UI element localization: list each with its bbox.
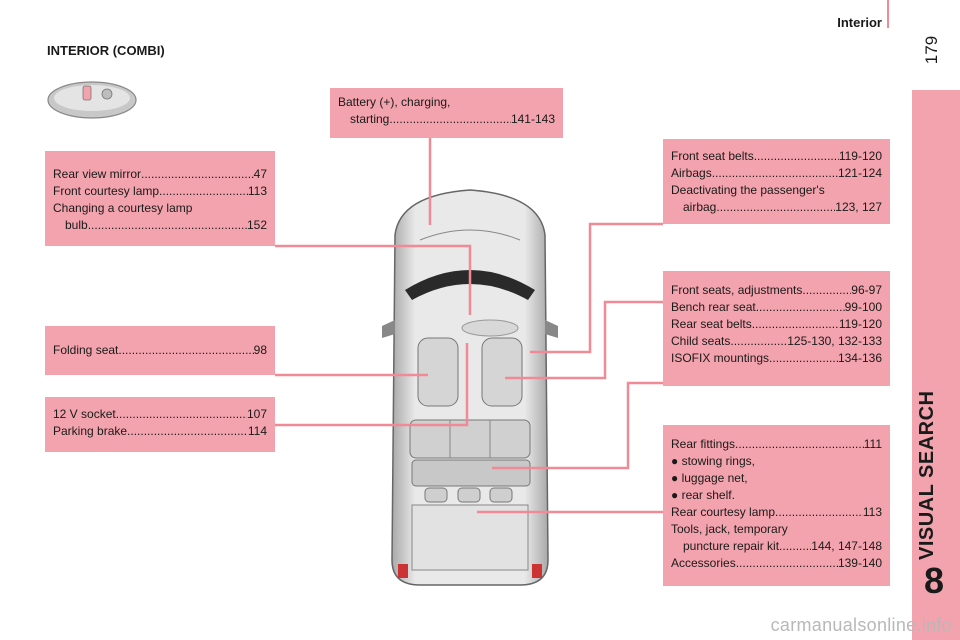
- index-entry-label: Rear courtesy lamp: [671, 505, 776, 519]
- van-bench-seat: [409, 419, 531, 459]
- index-entry-page: 139-140: [837, 556, 882, 570]
- index-entry-label: Deactivating the passenger's: [671, 183, 825, 197]
- index-entry-label: starting: [350, 112, 390, 126]
- index-entry-page: 99-100: [844, 300, 882, 314]
- van-front-seat-right: [481, 337, 523, 407]
- index-entry-label: Parking brake: [53, 424, 128, 438]
- index-entry: Changing a courtesy lamp: [53, 200, 267, 217]
- index-entry-label: Airbags: [671, 166, 712, 180]
- index-entry-label: Accessories: [671, 556, 736, 570]
- index-entry-page: 98: [253, 343, 267, 357]
- chapter-number: 8: [924, 560, 945, 601]
- index-entry-label: Child seats: [671, 334, 731, 348]
- index-entry-label: Front seats, adjustments: [671, 283, 803, 297]
- index-entry: ● stowing rings,: [671, 453, 882, 470]
- index-entry-label: Folding seat: [53, 343, 119, 357]
- index-entry-page: 113: [862, 505, 882, 519]
- van-cargo-area: [411, 504, 529, 571]
- index-entry-page: 114: [247, 424, 267, 438]
- index-entry-label: Front seat belts: [671, 149, 754, 163]
- index-entry-page: 125-130, 132-133: [787, 334, 882, 348]
- leader-lines: [275, 138, 663, 514]
- index-entry-page: 119-120: [838, 317, 882, 331]
- index-entry-page: 119-120: [838, 149, 882, 163]
- index-entry: Deactivating the passenger's: [671, 182, 882, 199]
- index-entry-label: ● luggage net,: [671, 471, 748, 485]
- index-entry-label: 12 V socket: [53, 407, 116, 421]
- index-entry: 12 V socket 107: [53, 406, 267, 423]
- header-divider: [887, 0, 889, 28]
- index-entry-label: Rear fittings: [671, 437, 736, 451]
- index-entry: Battery (+), charging,: [338, 94, 555, 111]
- index-entry-page: 144, 147-148: [811, 539, 882, 553]
- index-entry-page: 47: [253, 167, 267, 181]
- box-rear-fittings: Rear fittings 111● stowing rings,● lugga…: [663, 425, 890, 586]
- index-entry-label: ● rear shelf.: [671, 488, 735, 502]
- sidebar-tab: [912, 90, 960, 640]
- index-entry: Bench rear seat 99-100: [671, 299, 882, 316]
- index-entry: ISOFIX mountings 134-136: [671, 350, 882, 367]
- index-entry-label: Battery (+), charging,: [338, 95, 451, 109]
- index-entry: Front seat belts 119-120: [671, 148, 882, 165]
- index-entry-page: 111: [863, 437, 882, 451]
- page-heading: INTERIOR (COMBI): [47, 43, 165, 58]
- index-entry-page: 152: [246, 218, 267, 232]
- index-entry-label: Bench rear seat: [671, 300, 756, 314]
- index-entry: Tools, jack, temporary: [671, 521, 882, 538]
- index-entry: airbag 123, 127: [671, 199, 882, 216]
- index-entry: Child seats 125-130, 132-133: [671, 333, 882, 350]
- index-entry: puncture repair kit 144, 147-148: [671, 538, 882, 555]
- van-front-seat-left: [417, 337, 459, 407]
- box-folding-seat: Folding seat 98: [45, 326, 275, 375]
- index-entry-page: 121-124: [837, 166, 882, 180]
- index-entry-label: Front courtesy lamp: [53, 184, 160, 198]
- index-entry: Front seats, adjustments 96-97: [671, 282, 882, 299]
- van-left-mirror: [382, 320, 395, 338]
- index-entry-page: 113: [247, 184, 267, 198]
- index-entry: Front courtesy lamp 113: [53, 183, 267, 200]
- index-entry: bulb 152: [53, 217, 267, 234]
- index-entry-label: puncture repair kit: [683, 539, 780, 553]
- index-entry-label: airbag: [683, 200, 717, 214]
- index-entry: Rear courtesy lamp 113: [671, 504, 882, 521]
- box-battery: Battery (+), charging, starting 141-143: [330, 88, 563, 138]
- index-entry-label: ISOFIX mountings: [671, 351, 770, 365]
- van-courtesy-lamp: [461, 319, 519, 337]
- van-right-mirror: [545, 320, 558, 338]
- index-entry: Folding seat 98: [53, 342, 267, 359]
- van-windscreen: [405, 270, 535, 300]
- index-entry: Parking brake 114: [53, 423, 267, 440]
- header-section-label: Interior: [837, 15, 882, 30]
- index-entry: Rear seat belts 119-120: [671, 316, 882, 333]
- index-entry-label: Tools, jack, temporary: [671, 522, 788, 536]
- index-entry-page: 123, 127: [835, 200, 882, 214]
- index-entry-page: 141-143: [510, 112, 555, 126]
- index-entry-page: 134-136: [837, 351, 882, 365]
- index-entry-label: Rear seat belts: [671, 317, 752, 331]
- rear-view-mirror-icon: [47, 81, 137, 119]
- footer-watermark: carmanualsonline.info: [770, 615, 952, 635]
- index-entry-page: 107: [246, 407, 267, 421]
- index-entry: ● luggage net,: [671, 470, 882, 487]
- index-entry: Rear view mirror 47: [53, 166, 267, 183]
- index-entry: starting 141-143: [338, 111, 555, 128]
- index-entry: ● rear shelf.: [671, 487, 882, 504]
- index-entry-label: Rear view mirror: [53, 167, 142, 181]
- index-entry: Airbags 121-124: [671, 165, 882, 182]
- index-entry-label: Changing a courtesy lamp: [53, 201, 193, 215]
- index-entry: Accessories 139-140: [671, 555, 882, 572]
- index-entry-label: bulb: [65, 218, 88, 232]
- index-entry: Rear fittings 111: [671, 436, 882, 453]
- index-entry-label: ● stowing rings,: [671, 454, 755, 468]
- index-entry-page: 96-97: [851, 283, 882, 297]
